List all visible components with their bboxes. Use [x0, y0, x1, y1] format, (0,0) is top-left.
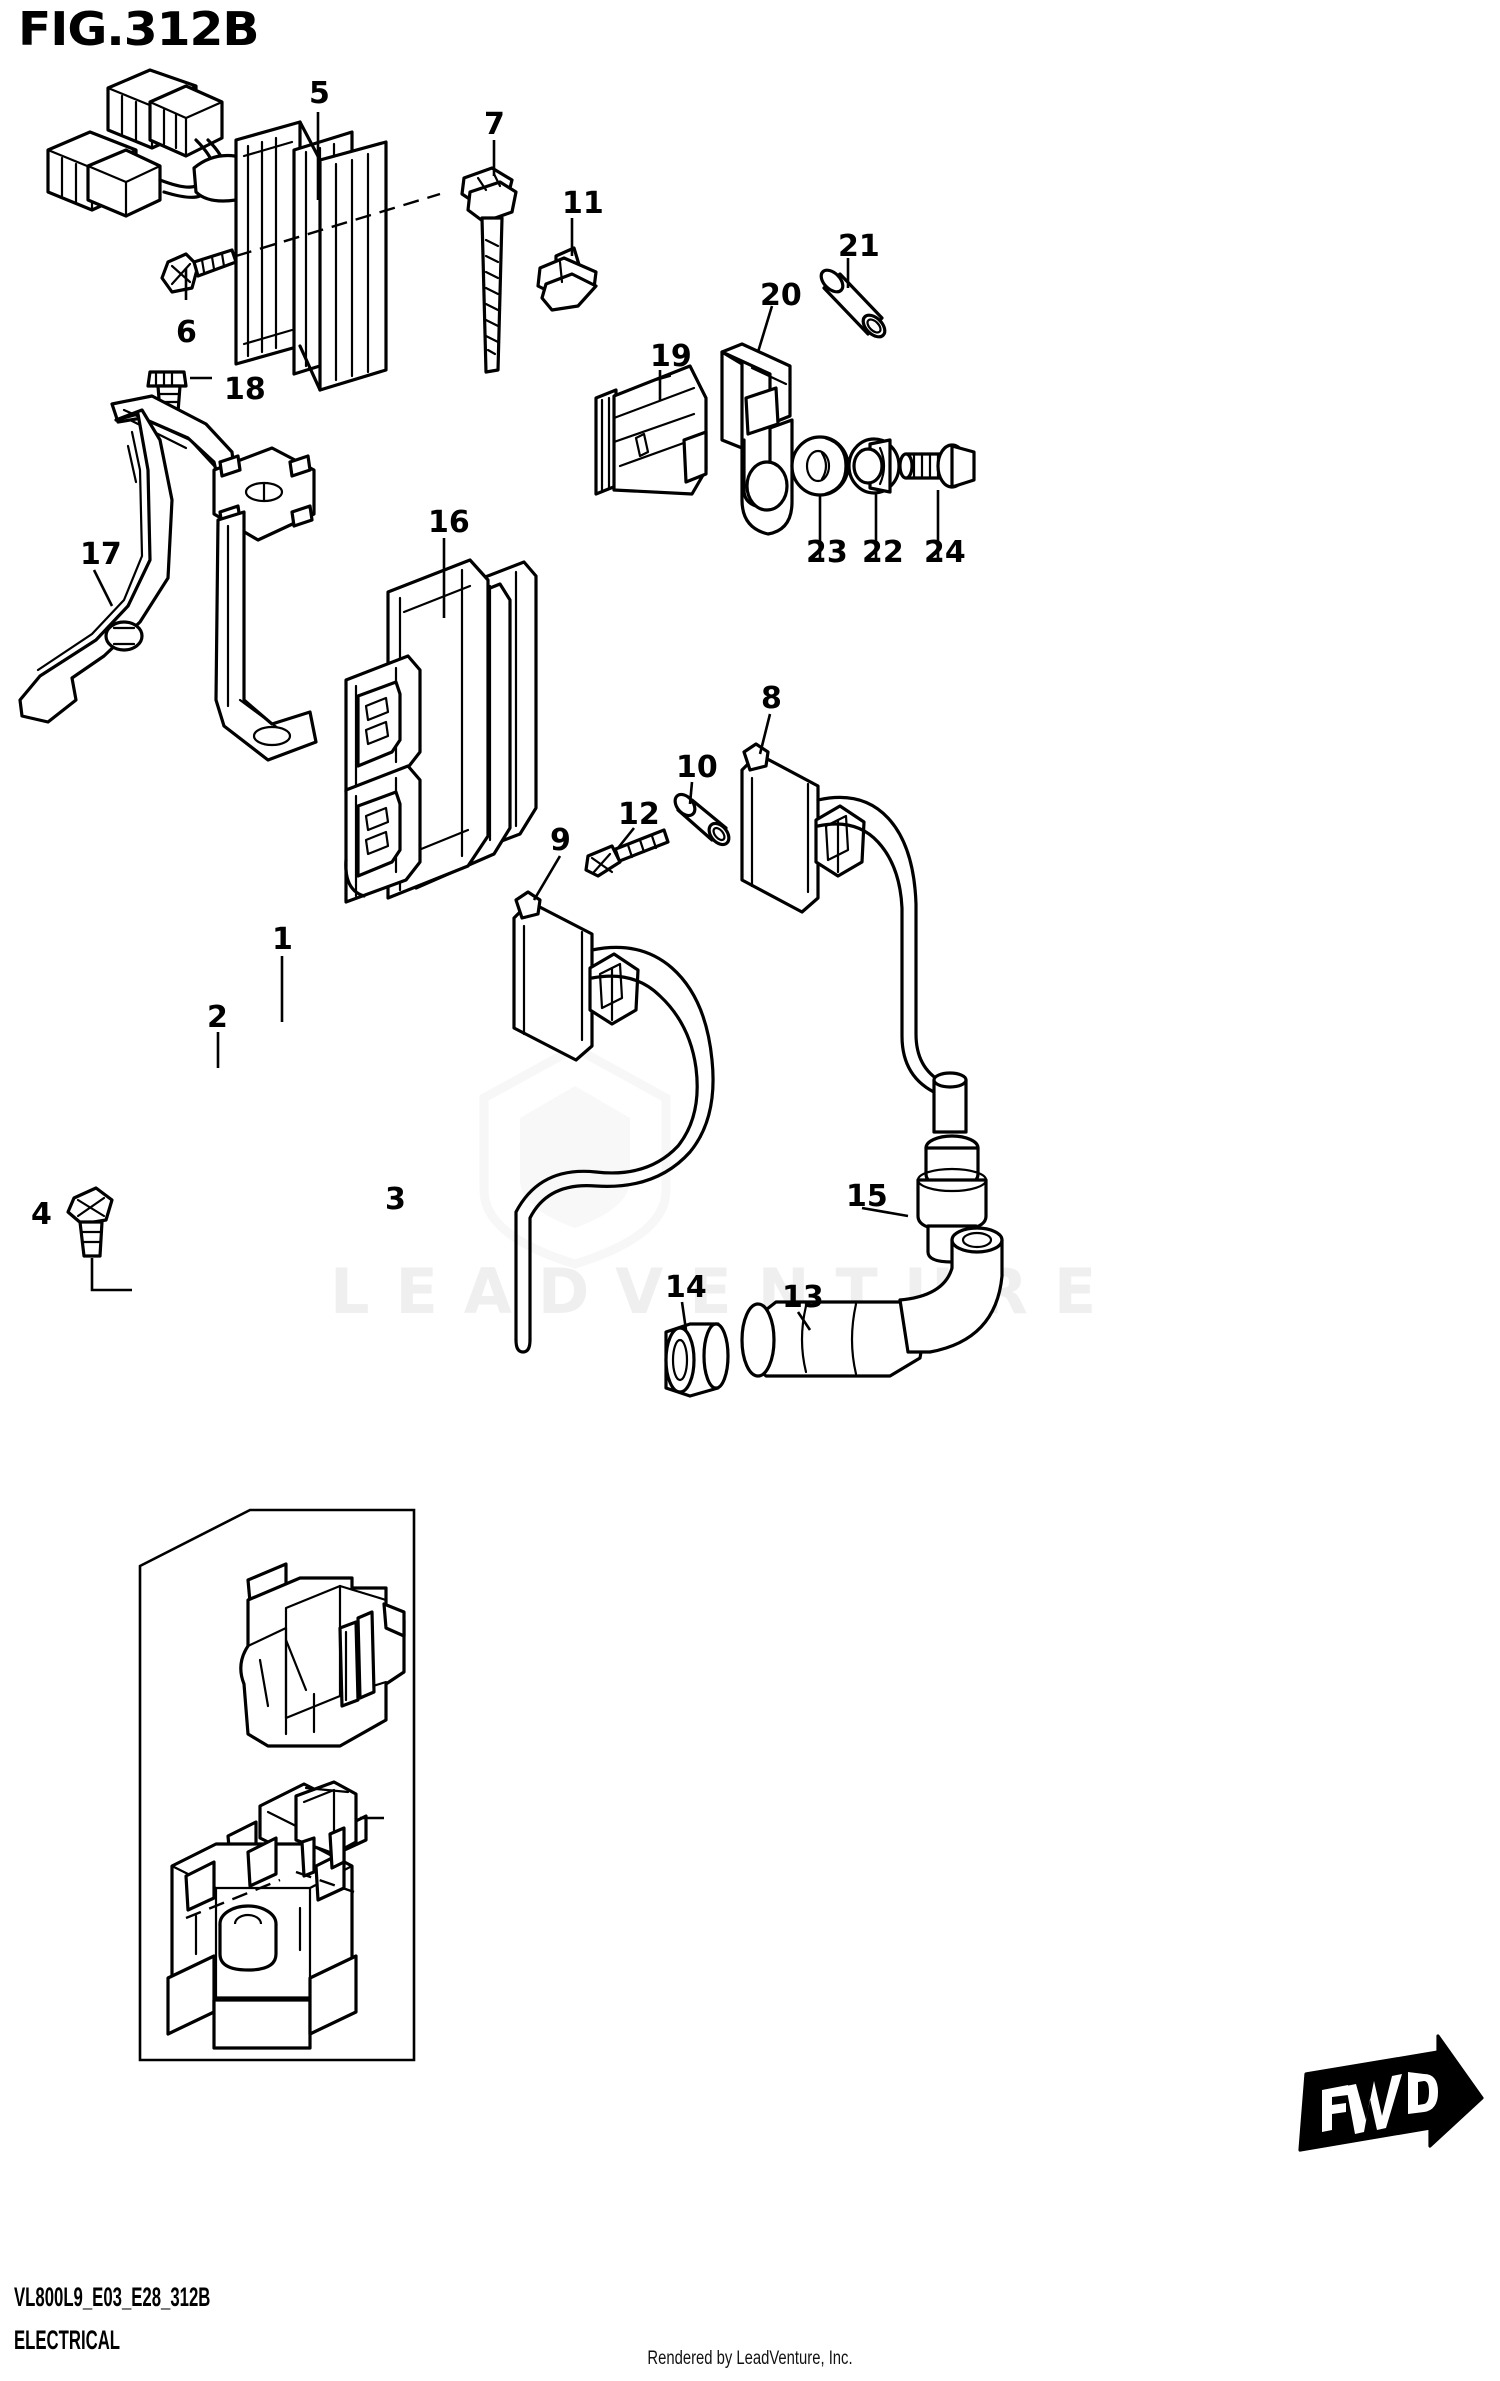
- callout-1: 1: [272, 922, 293, 957]
- callout-2: 2: [207, 1000, 228, 1035]
- callout-19: 19: [650, 339, 692, 374]
- figure-code: VL800L9_E03_E28_312B: [14, 2282, 211, 2312]
- callout-16: 16: [428, 505, 470, 540]
- callout-3: 3: [385, 1182, 406, 1217]
- callout-8: 8: [761, 681, 782, 716]
- part-spacer-collar: [849, 439, 899, 493]
- part-blade-fuse: [186, 1782, 384, 1918]
- callout-10: 10: [676, 750, 718, 785]
- part-wire-clamp: [538, 248, 596, 310]
- part-boot-ring: [666, 1324, 728, 1396]
- callout-6: 6: [176, 315, 197, 350]
- part-flange-bolt: [900, 445, 974, 487]
- part-ecu-unit: [346, 560, 536, 902]
- figure-section: ELECTRICAL: [14, 2325, 121, 2355]
- callout-14: 14: [665, 1270, 707, 1305]
- callout-12: 12: [618, 797, 660, 832]
- part-ecu-bracket: [20, 396, 316, 760]
- callout-22: 22: [862, 535, 904, 570]
- callout-9: 9: [550, 823, 571, 858]
- fwd-arrow-icon: [1300, 2036, 1482, 2150]
- callout-leaders: [94, 112, 938, 1330]
- callout-4: 4: [31, 1197, 52, 1232]
- watermark-logo: [479, 1042, 671, 1269]
- part-screw-lower: [68, 1188, 132, 1290]
- callout-23: 23: [806, 535, 848, 570]
- callout-7: 7: [484, 107, 505, 142]
- callout-18: 18: [224, 372, 266, 407]
- part-fuse-box-assembly: [140, 1510, 414, 2060]
- part-regulator-rectifier: [48, 70, 386, 390]
- callout-13: 13: [782, 1280, 824, 1315]
- page-title: FIG.312B: [18, 2, 260, 56]
- callout-17: 17: [80, 537, 122, 572]
- callout-15: 15: [846, 1179, 888, 1214]
- callout-11: 11: [562, 186, 604, 221]
- part-cable-tie: [462, 168, 516, 372]
- callout-21: 21: [838, 229, 880, 264]
- callout-20: 20: [760, 278, 802, 313]
- part-mounting-screw: [162, 194, 440, 292]
- part-collar-tube: [817, 266, 889, 341]
- callout-5: 5: [309, 76, 330, 111]
- part-spacer-sleeve: [671, 791, 733, 849]
- part-ignition-coil-front: [514, 892, 713, 1352]
- part-plug-cap-boot: [742, 1228, 1002, 1376]
- part-fuse-box-base: [168, 1784, 366, 2048]
- part-relay-cover: [241, 1564, 404, 1746]
- part-coil-bracket: [722, 344, 792, 534]
- part-starter-relay: [596, 366, 706, 494]
- callout-24: 24: [924, 535, 966, 570]
- part-ignition-coil-rear: [742, 744, 966, 1132]
- part-coil-bolt: [586, 830, 668, 876]
- render-credit: Rendered by LeadVenture, Inc.: [647, 2348, 853, 2369]
- part-rubber-grommet: [792, 437, 848, 495]
